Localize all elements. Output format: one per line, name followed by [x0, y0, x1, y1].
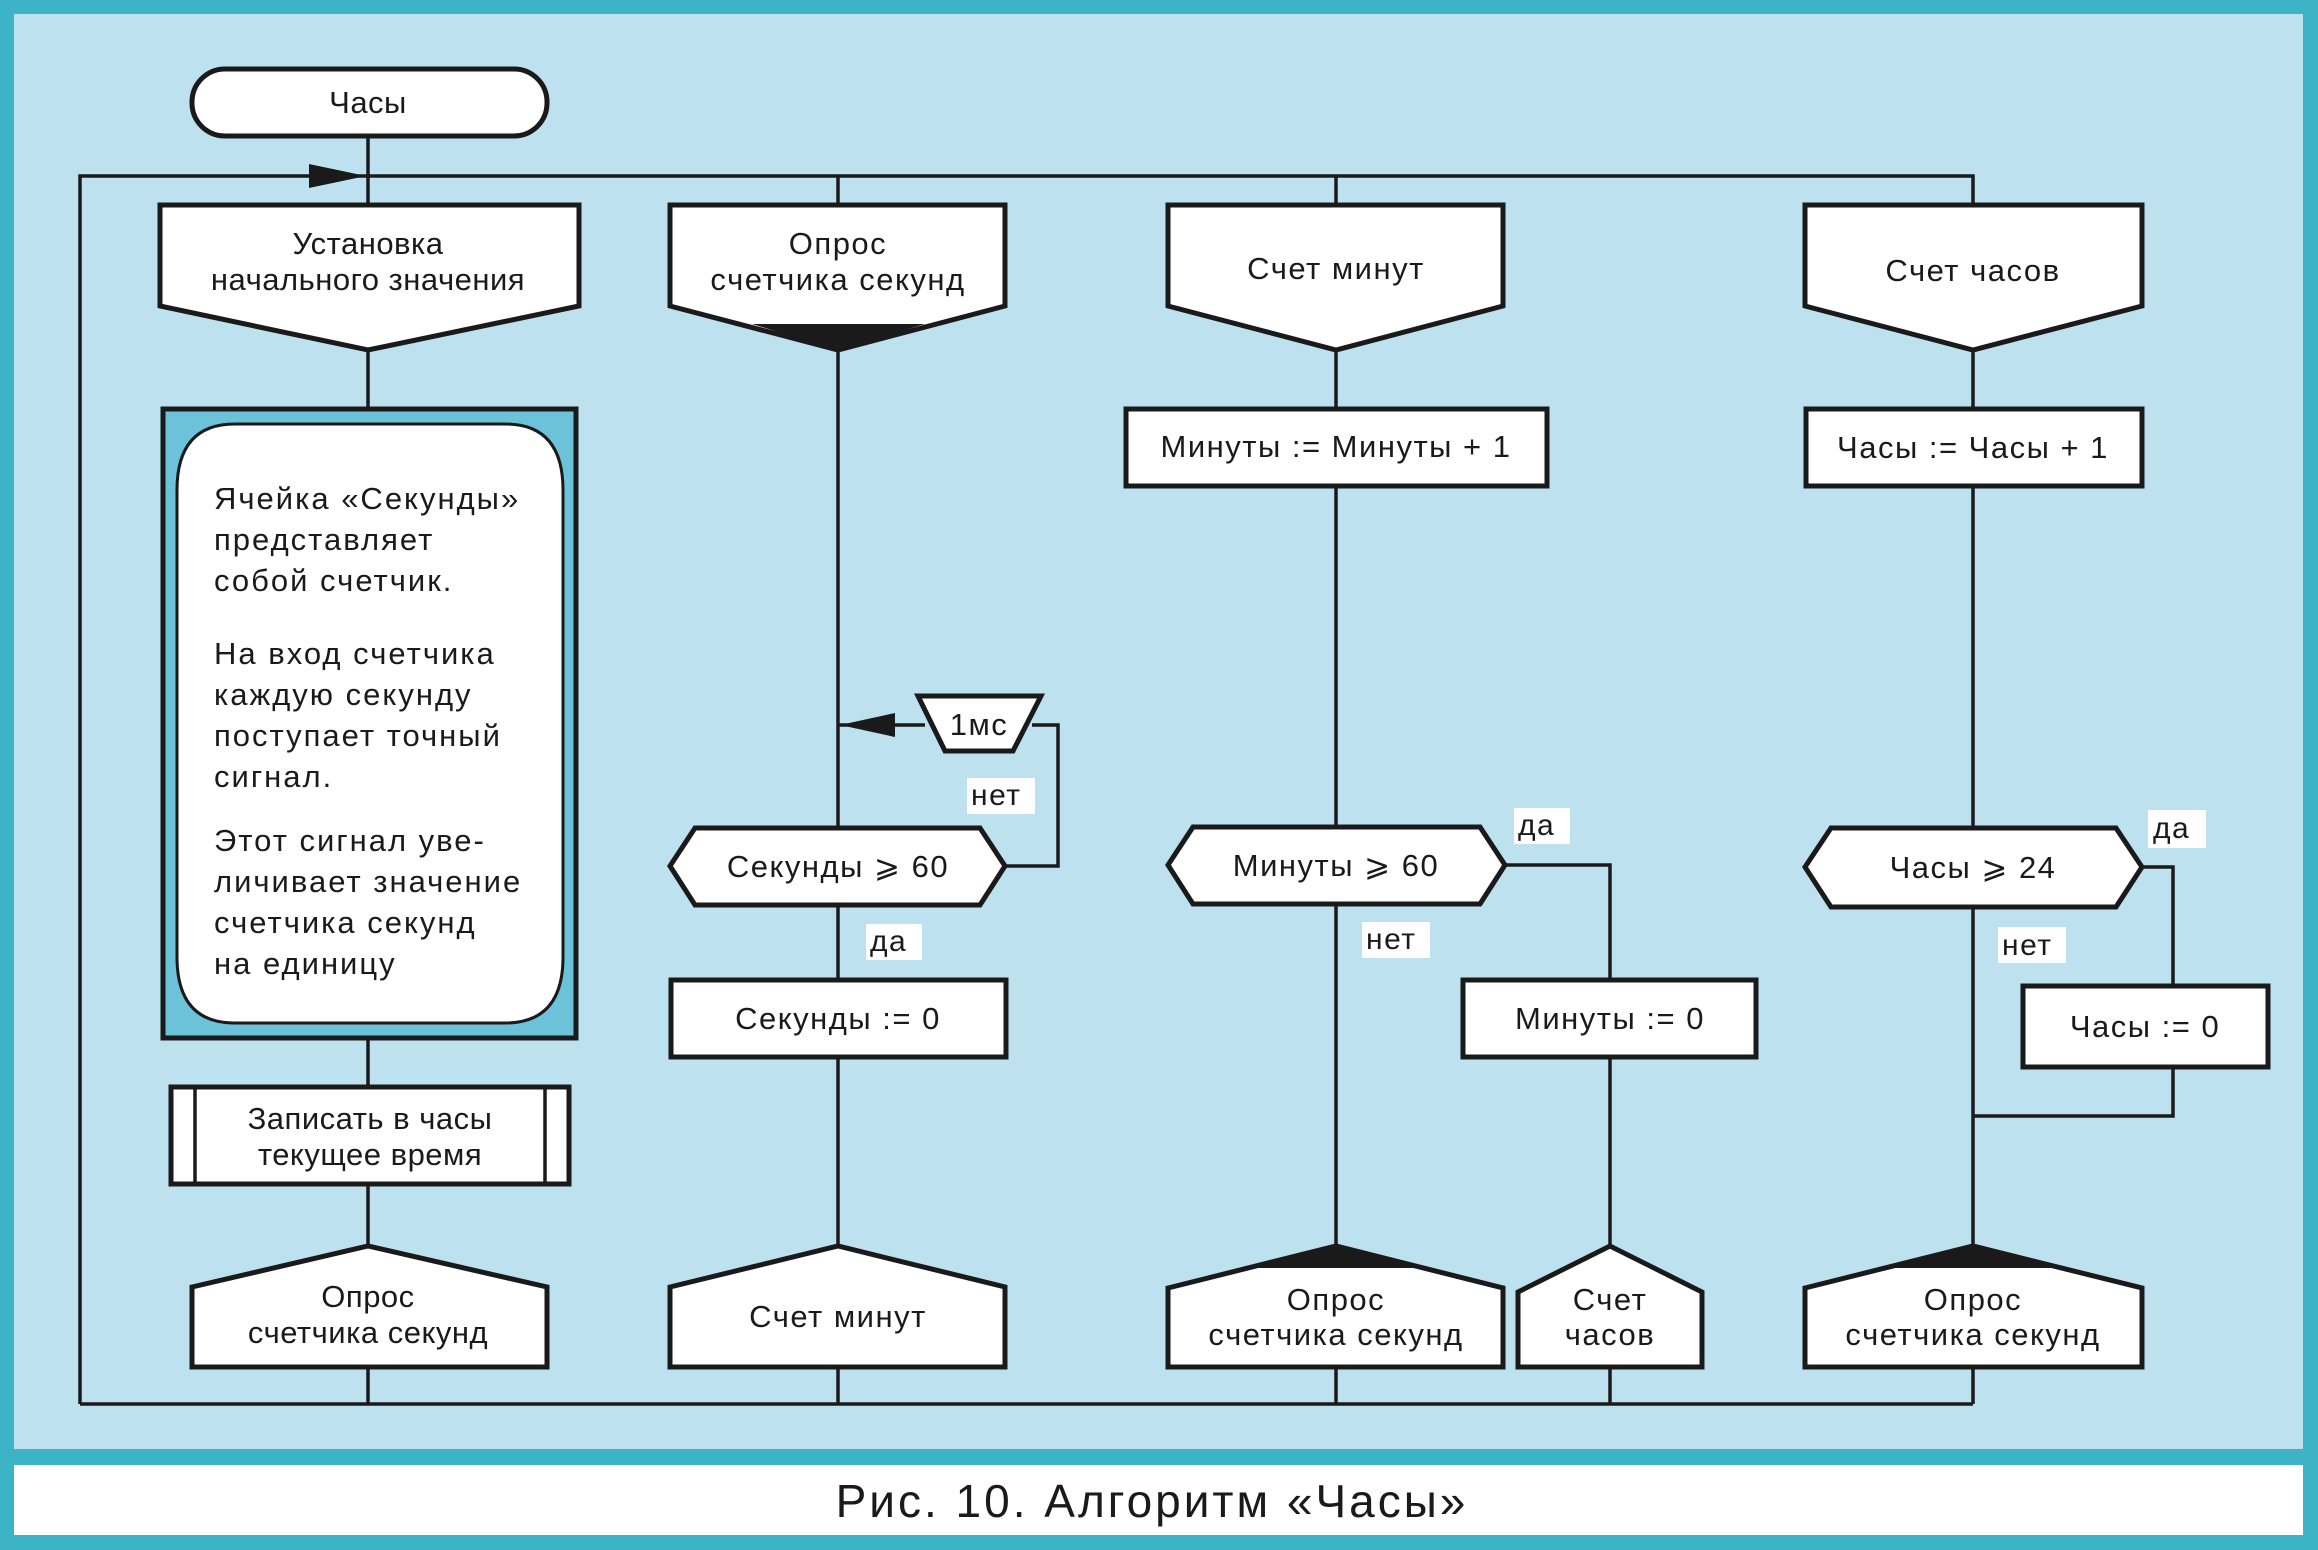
col4-no-text: нет — [2002, 929, 2053, 962]
note-line: поступает точный — [214, 718, 502, 753]
note-line: Ячейка «Секунды» — [214, 481, 520, 516]
count-minutes-header-label: Счет минут — [1247, 251, 1425, 286]
connectors — [78, 136, 2175, 1406]
write-time-label-line1: Записать в часы — [248, 1101, 493, 1136]
col3-yes-text: да — [1518, 809, 1555, 842]
init-value-label-line1: Установка — [292, 226, 443, 261]
col2-yes-text: да — [870, 925, 907, 958]
col4-goto-poll-seconds[interactable]: Опрос счетчика секунд — [1802, 1243, 2145, 1370]
col3-yes-branch — [1505, 863, 1612, 980]
col2-no-text: нет — [971, 779, 1022, 812]
poll-seconds-header-line2: счетчика секунд — [710, 262, 965, 297]
col3-goto-no-line1: Опрос — [1287, 1282, 1385, 1317]
note-line: счетчика секунд — [214, 905, 477, 940]
col3-no-text: нет — [1366, 923, 1417, 956]
col1-goto-label-line1: Опрос — [321, 1279, 414, 1314]
count-minutes-header[interactable]: Счет минут — [1165, 202, 1506, 353]
hours-increment-label: Часы := Часы + 1 — [1837, 430, 2109, 465]
minutes-condition[interactable]: Минуты ⩾ 60 — [1165, 824, 1508, 907]
note-line: каждую секунду — [214, 677, 473, 712]
col1-goto-label-line2: счетчика секунд — [248, 1315, 488, 1350]
hours-increment-block[interactable]: Часы := Часы + 1 — [1803, 406, 2145, 489]
col4-yes-branch — [2142, 865, 2175, 985]
seconds-condition-label: Секунды ⩾ 60 — [727, 849, 949, 884]
count-hours-header[interactable]: Счет часов — [1802, 202, 2145, 353]
hours-reset-label: Часы := 0 — [2070, 1009, 2220, 1044]
minutes-condition-label: Минуты ⩾ 60 — [1233, 848, 1439, 883]
minutes-reset-block[interactable]: Минуты := 0 — [1460, 977, 1759, 1060]
goto-black-marker — [1250, 1246, 1422, 1268]
init-value-label-line2: начального значения — [211, 262, 525, 297]
goto-black-marker — [1887, 1246, 2059, 1268]
figure-caption: Рис. 10. Алгоритм «Часы» — [836, 1475, 1469, 1527]
poll-seconds-header[interactable]: Опрос счетчика секунд — [667, 202, 1008, 353]
col3-goto-no-line2: счетчика секунд — [1208, 1317, 1463, 1352]
timer-label: 1мс — [950, 707, 1009, 742]
col2-goto-label: Счет минут — [749, 1299, 927, 1334]
hours-condition-label: Часы ⩾ 24 — [1890, 850, 2057, 885]
header-black-marker — [752, 324, 925, 350]
start-terminal[interactable]: Часы — [189, 66, 550, 139]
timer-block-1ms[interactable]: 1мс — [913, 693, 1046, 754]
col4-yes-text: да — [2153, 812, 2190, 845]
col4-goto-line1: Опрос — [1924, 1282, 2022, 1317]
col4-no-label: нет — [1998, 927, 2066, 963]
seconds-reset-block[interactable]: Секунды := 0 — [668, 977, 1009, 1060]
col1-goto-poll-seconds[interactable]: Опрос счетчика секунд — [189, 1243, 550, 1370]
note-line: сигнал. — [214, 759, 333, 794]
loop-arrow-icon — [309, 164, 366, 188]
hours-reset-block[interactable]: Часы := 0 — [2020, 983, 2271, 1070]
col2-no-label: нет — [967, 778, 1035, 814]
col2-no-loop — [1005, 723, 1060, 868]
seconds-condition[interactable]: Секунды ⩾ 60 — [667, 825, 1008, 908]
note-line: На вход счетчика — [214, 636, 496, 671]
seconds-note-block: Ячейка «Секунды» представляет собой счет… — [160, 406, 579, 1041]
note-line: представляет — [214, 522, 434, 557]
init-value-block[interactable]: Установка начального значения — [157, 202, 582, 353]
count-hours-header-label: Счет часов — [1885, 253, 2060, 288]
caption-band — [14, 1465, 2303, 1535]
minutes-increment-block[interactable]: Минуты := Минуты + 1 — [1123, 406, 1550, 489]
col3-goto-yes-line1: Счет — [1573, 1282, 1648, 1317]
start-terminal-label: Часы — [329, 85, 407, 120]
col4-merge-line — [1973, 1068, 2175, 1118]
col3-goto-count-hours[interactable]: Счет часов — [1515, 1243, 1705, 1370]
col2-goto-count-minutes[interactable]: Счет минут — [667, 1243, 1008, 1370]
write-time-subroutine[interactable]: Записать в часы текущее время — [168, 1084, 572, 1187]
note-line: личивает значение — [214, 864, 522, 899]
note-line: на единицу — [214, 946, 397, 981]
poll-seconds-header-line1: Опрос — [789, 226, 887, 261]
col3-goto-poll-seconds[interactable]: Опрос счетчика секунд — [1165, 1243, 1506, 1370]
minutes-reset-label: Минуты := 0 — [1515, 1001, 1705, 1036]
col4-yes-label: да — [2148, 810, 2206, 848]
col3-goto-yes-line2: часов — [1565, 1317, 1655, 1352]
note-line: Этот сигнал уве- — [214, 823, 486, 858]
note-line: собой счетчик. — [214, 563, 453, 598]
timer-arrow-icon — [840, 713, 895, 737]
col3-yes-label: да — [1514, 808, 1570, 844]
hours-condition[interactable]: Часы ⩾ 24 — [1802, 825, 2145, 910]
seconds-reset-label: Секунды := 0 — [735, 1001, 941, 1036]
col3-no-label: нет — [1362, 922, 1430, 958]
col2-yes-label: да — [866, 924, 922, 960]
top-bus-line — [78, 174, 1975, 1404]
write-time-label-line2: текущее время — [258, 1137, 482, 1172]
minutes-increment-label: Минуты := Минуты + 1 — [1161, 429, 1512, 464]
col4-goto-line2: счетчика секунд — [1845, 1317, 2100, 1352]
